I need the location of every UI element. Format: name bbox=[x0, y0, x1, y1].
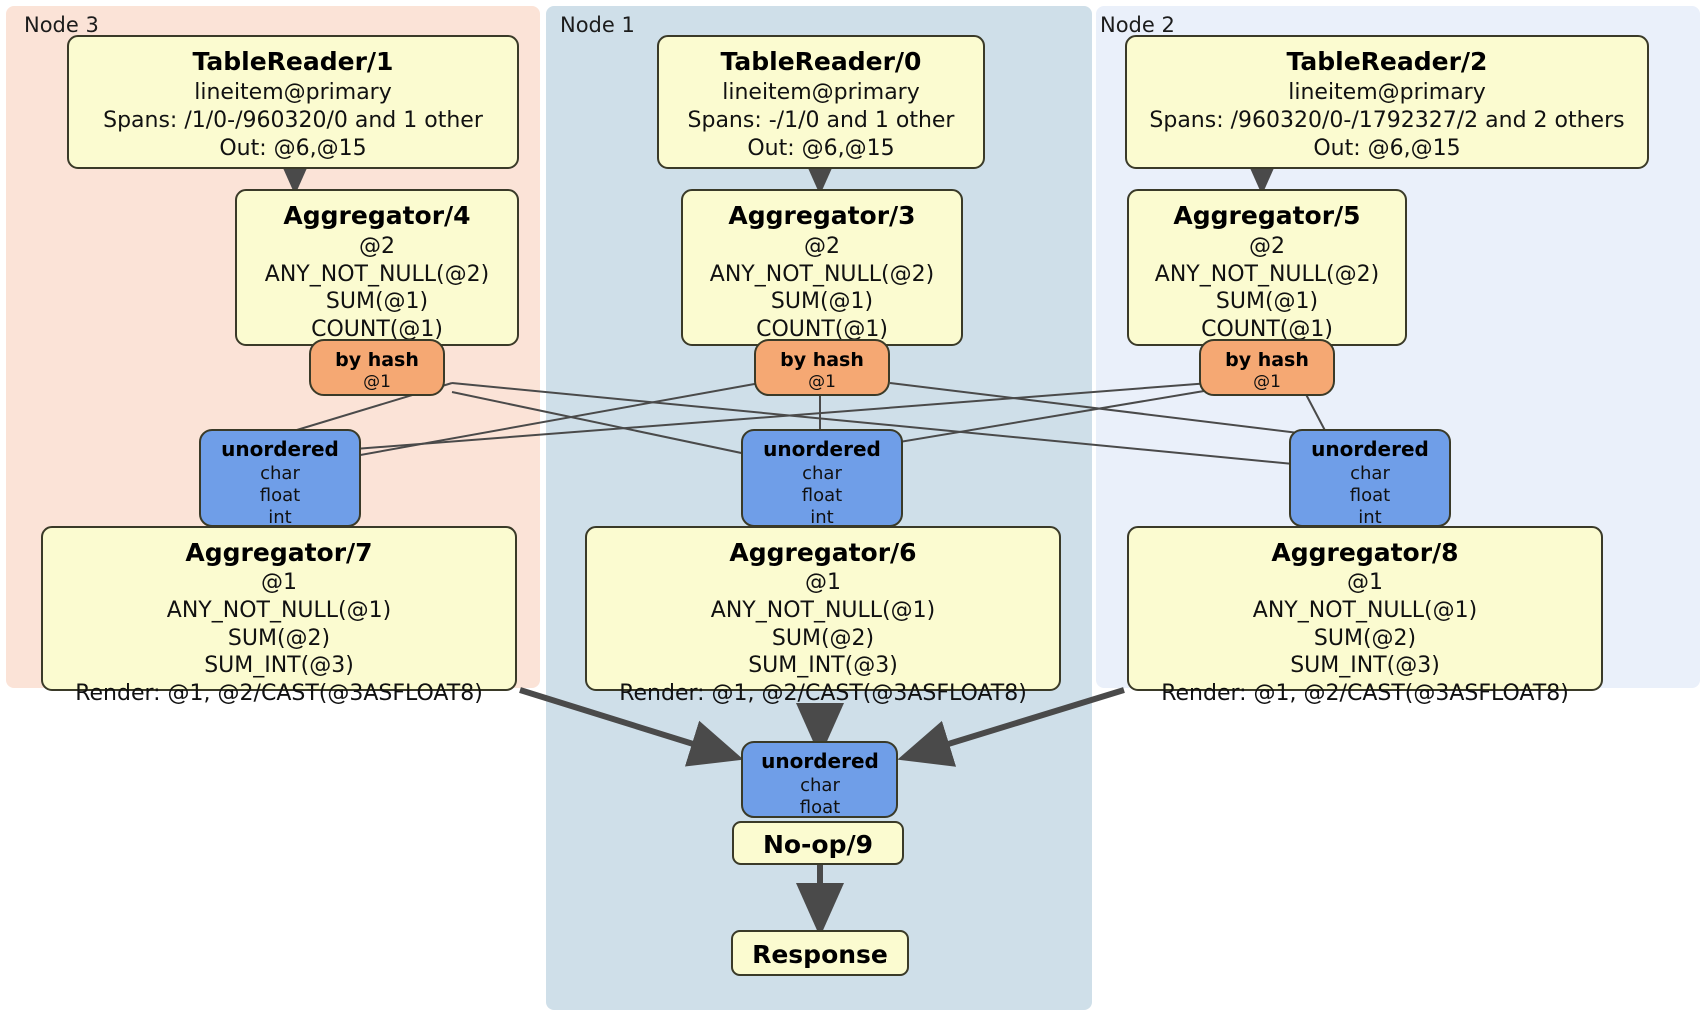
aggregator-stage1-node2-group: @2 bbox=[1249, 234, 1285, 259]
table-reader-node3[interactable]: TableReader/1 lineitem@primary Spans: /1… bbox=[67, 35, 519, 169]
table-reader-node1-title: TableReader/0 bbox=[721, 47, 922, 76]
hash-router-node1[interactable]: by hash @1 bbox=[754, 339, 890, 396]
synchronizer-node1-type-0: char bbox=[802, 463, 842, 484]
aggregator-stage1-node3-group: @2 bbox=[359, 234, 395, 259]
synchronizer-node3-type-0: char bbox=[260, 463, 300, 484]
table-reader-node2-spans: Spans: /960320/0-/1792327/2 and 2 others bbox=[1149, 108, 1624, 133]
edge-agg7-to-final-sync bbox=[519, 687, 744, 767]
hash-router-node3-title: by hash bbox=[335, 349, 419, 371]
edge-hash2-to-sync3 bbox=[276, 382, 1211, 456]
synchronizer-node2-title: unordered bbox=[1311, 437, 1429, 461]
aggregator-stage2-node3-group: @1 bbox=[261, 570, 297, 595]
aggregator-stage2-node3[interactable]: Aggregator/7 @1 ANY_NOT_NULL(@1) SUM(@2)… bbox=[41, 526, 517, 706]
aggregator-stage1-node2-agg1: ANY_NOT_NULL(@2) bbox=[1155, 262, 1379, 287]
aggregator-stage2-node2-render: Render: @1, @2/CAST(@3ASFLOAT8) bbox=[1161, 681, 1569, 706]
aggregator-stage1-node1[interactable]: Aggregator/3 @2 ANY_NOT_NULL(@2) SUM(@1)… bbox=[681, 189, 963, 346]
hash-router-node2[interactable]: by hash @1 bbox=[1199, 339, 1335, 396]
hash-router-node3[interactable]: by hash @1 bbox=[309, 339, 445, 396]
aggregator-stage1-node1-group: @2 bbox=[804, 234, 840, 259]
aggregator-stage1-node3-agg1: ANY_NOT_NULL(@2) bbox=[265, 262, 489, 287]
hash-router-node2-column: @1 bbox=[1253, 372, 1281, 392]
table-reader-node2[interactable]: TableReader/2 lineitem@primary Spans: /9… bbox=[1125, 35, 1649, 169]
table-reader-node2-out: Out: @6,@15 bbox=[1313, 136, 1460, 161]
aggregator-stage1-node2[interactable]: Aggregator/5 @2 ANY_NOT_NULL(@2) SUM(@1)… bbox=[1127, 189, 1407, 346]
hash-router-node3-column: @1 bbox=[363, 372, 391, 392]
synchronizer-node3-type-1: float bbox=[260, 485, 300, 506]
aggregator-stage2-node2-agg2: SUM(@2) bbox=[1314, 626, 1416, 651]
aggregator-stage1-node2-agg2: SUM(@1) bbox=[1216, 289, 1318, 314]
edge-hash3-to-sync2 bbox=[451, 382, 1357, 471]
aggregator-stage2-node2-agg1: ANY_NOT_NULL(@1) bbox=[1253, 598, 1477, 623]
aggregator-stage2-node2-group: @1 bbox=[1347, 570, 1383, 595]
hash-router-node1-column: @1 bbox=[808, 372, 836, 392]
edge-hash1-to-sync2 bbox=[889, 382, 1357, 441]
table-reader-node3-title: TableReader/1 bbox=[193, 47, 394, 76]
aggregator-stage2-node3-agg3: SUM_INT(@3) bbox=[204, 653, 354, 678]
synchronizer-final-type-0: char bbox=[800, 775, 840, 796]
synchronizer-node1-type-2: int bbox=[810, 507, 833, 528]
aggregator-stage1-node1-agg1: ANY_NOT_NULL(@2) bbox=[710, 262, 934, 287]
aggregator-stage1-node2-agg3: COUNT(@1) bbox=[1201, 317, 1333, 342]
aggregator-stage2-node1-render: Render: @1, @2/CAST(@3ASFLOAT8) bbox=[619, 681, 1027, 706]
aggregator-stage2-node2-title: Aggregator/8 bbox=[1271, 538, 1458, 567]
synchronizer-final-title: unordered bbox=[761, 749, 879, 773]
synchronizer-node2[interactable]: unordered char float int bbox=[1289, 429, 1451, 528]
aggregator-stage2-node1-agg3: SUM_INT(@3) bbox=[748, 653, 898, 678]
aggregator-stage1-node1-title: Aggregator/3 bbox=[728, 201, 915, 230]
synchronizer-final[interactable]: unordered char float bbox=[741, 741, 898, 818]
table-reader-node3-table: lineitem@primary bbox=[194, 80, 392, 105]
aggregator-stage1-node3-agg3: COUNT(@1) bbox=[311, 317, 443, 342]
synchronizer-node1-type-1: float bbox=[802, 485, 842, 506]
aggregator-stage2-node3-agg2: SUM(@2) bbox=[228, 626, 330, 651]
synchronizer-node2-type-0: char bbox=[1350, 463, 1390, 484]
panel-node1-label: Node 1 bbox=[560, 13, 635, 37]
edge-agg8-to-final-sync bbox=[897, 687, 1125, 767]
table-reader-node2-table: lineitem@primary bbox=[1288, 80, 1486, 105]
aggregator-stage1-node1-agg3: COUNT(@1) bbox=[756, 317, 888, 342]
table-reader-node3-out: Out: @6,@15 bbox=[219, 136, 366, 161]
aggregator-stage1-node1-agg2: SUM(@1) bbox=[771, 289, 873, 314]
synchronizer-node3-title: unordered bbox=[221, 437, 339, 461]
synchronizer-node2-type-2: int bbox=[1358, 507, 1381, 528]
aggregator-stage1-node3-agg2: SUM(@1) bbox=[326, 289, 428, 314]
response-node[interactable]: Response bbox=[731, 930, 909, 976]
table-reader-node1-out: Out: @6,@15 bbox=[747, 136, 894, 161]
response-node-label: Response bbox=[752, 940, 888, 969]
synchronizer-node3-type-2: int bbox=[268, 507, 291, 528]
aggregator-stage1-node3[interactable]: Aggregator/4 @2 ANY_NOT_NULL(@2) SUM(@1)… bbox=[235, 189, 519, 346]
panel-node3: Node 3 bbox=[6, 6, 540, 688]
synchronizer-final-type-1: float bbox=[800, 797, 840, 818]
synchronizer-node2-type-1: float bbox=[1350, 485, 1390, 506]
table-reader-node2-title: TableReader/2 bbox=[1287, 47, 1488, 76]
aggregator-stage2-node3-agg1: ANY_NOT_NULL(@1) bbox=[167, 598, 391, 623]
aggregator-stage2-node1-group: @1 bbox=[805, 570, 841, 595]
table-reader-node1-spans: Spans: -/1/0 and 1 other bbox=[688, 108, 956, 133]
hash-router-node2-title: by hash bbox=[1225, 349, 1309, 371]
synchronizer-node1[interactable]: unordered char float int bbox=[741, 429, 903, 528]
synchronizer-node3[interactable]: unordered char float int bbox=[199, 429, 361, 528]
noop-processor[interactable]: No-op/9 bbox=[732, 821, 904, 865]
synchronizer-node1-title: unordered bbox=[763, 437, 881, 461]
aggregator-stage1-node3-title: Aggregator/4 bbox=[283, 201, 470, 230]
table-reader-node3-spans: Spans: /1/0-/960320/0 and 1 other bbox=[103, 108, 484, 133]
table-reader-node1[interactable]: TableReader/0 lineitem@primary Spans: -/… bbox=[657, 35, 985, 169]
aggregator-stage2-node2[interactable]: Aggregator/8 @1 ANY_NOT_NULL(@1) SUM(@2)… bbox=[1127, 526, 1603, 706]
panel-node3-label: Node 3 bbox=[24, 13, 99, 37]
hash-router-node1-title: by hash bbox=[780, 349, 864, 371]
table-reader-node1-table: lineitem@primary bbox=[722, 80, 920, 105]
aggregator-stage2-node1-title: Aggregator/6 bbox=[729, 538, 916, 567]
aggregator-stage2-node3-render: Render: @1, @2/CAST(@3ASFLOAT8) bbox=[75, 681, 483, 706]
noop-processor-label: No-op/9 bbox=[763, 830, 873, 859]
aggregator-stage2-node1-agg1: ANY_NOT_NULL(@1) bbox=[711, 598, 935, 623]
aggregator-stage2-node1[interactable]: Aggregator/6 @1 ANY_NOT_NULL(@1) SUM(@2)… bbox=[585, 526, 1061, 706]
aggregator-stage2-node3-title: Aggregator/7 bbox=[185, 538, 372, 567]
aggregator-stage2-node1-agg2: SUM(@2) bbox=[772, 626, 874, 651]
aggregator-stage1-node2-title: Aggregator/5 bbox=[1173, 201, 1360, 230]
panel-node2-label: Node 2 bbox=[1100, 13, 1175, 37]
aggregator-stage2-node2-agg3: SUM_INT(@3) bbox=[1290, 653, 1440, 678]
